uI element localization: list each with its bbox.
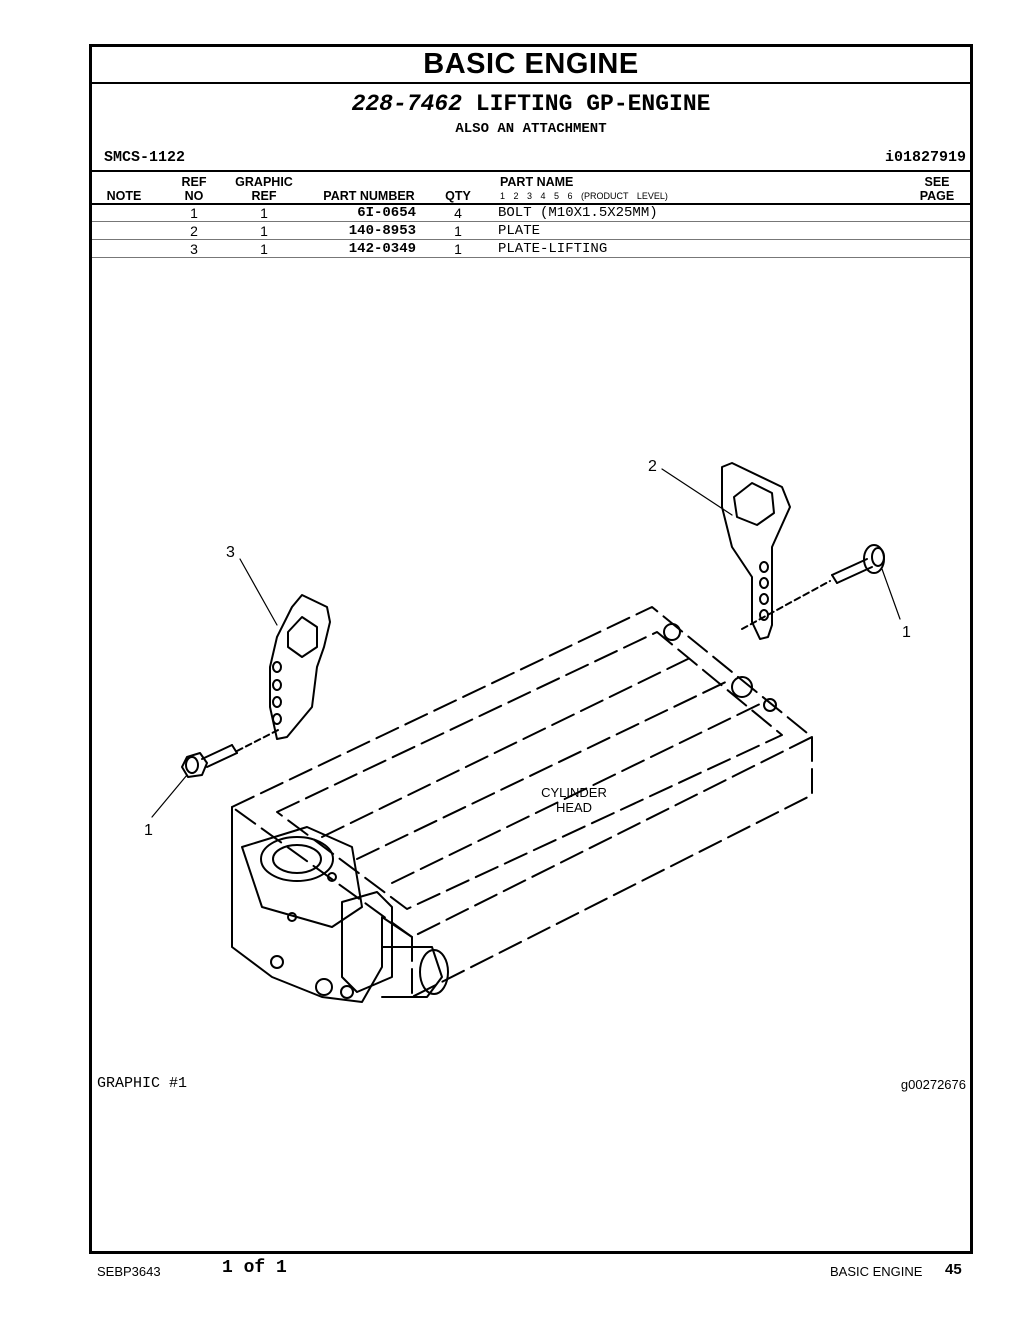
row-part-name: PLATE-LIFTING bbox=[498, 241, 608, 257]
table-top-rule bbox=[92, 170, 970, 172]
header-part-number: PART NUMBER bbox=[323, 189, 415, 203]
row-qty: 4 bbox=[454, 205, 462, 221]
callout-1-right: 1 bbox=[902, 624, 911, 641]
group-title: 228-7462 LIFTING GP-ENGINE bbox=[92, 91, 970, 117]
row-part-name: BOLT (M10X1.5X25MM) bbox=[498, 205, 658, 221]
footer-section: BASIC ENGINE bbox=[830, 1264, 923, 1279]
header-graphic-top: GRAPHIC bbox=[235, 175, 293, 189]
graphic-label: GRAPHIC #1 bbox=[97, 1075, 188, 1092]
header-product-levels: 1 2 3 4 5 6 (PRODUCT LEVEL) bbox=[500, 191, 668, 201]
bolt-left bbox=[181, 744, 238, 778]
footer-page-number: 45 bbox=[945, 1261, 962, 1278]
row-divider bbox=[92, 239, 970, 240]
exploded-view-drawing: 2 1 3 1 CYLINDER HEAD bbox=[144, 458, 911, 1003]
header-see-top: SEE bbox=[924, 175, 950, 189]
group-subtitle: ALSO AN ATTACHMENT bbox=[455, 121, 607, 137]
row-divider bbox=[92, 221, 970, 222]
footer-doc-id: SEBP3643 bbox=[97, 1264, 161, 1279]
plate-3 bbox=[269, 594, 331, 740]
row-qty: 1 bbox=[454, 241, 462, 257]
section-title-bar: BASIC ENGINE bbox=[92, 47, 970, 84]
header-ref-top: REF bbox=[181, 175, 207, 189]
header-see-bottom: PAGE bbox=[919, 189, 955, 203]
row-part-number: 140-8953 bbox=[348, 223, 416, 239]
diagram-text-line1: CYLINDER bbox=[541, 785, 607, 800]
plate-2 bbox=[721, 462, 791, 640]
callout-1-left: 1 bbox=[144, 822, 153, 839]
group-name: LIFTING GP-ENGINE bbox=[475, 91, 711, 117]
diagram-text-line2: HEAD bbox=[556, 800, 592, 815]
leader-lines bbox=[151, 468, 901, 818]
row-part-name: PLATE bbox=[498, 223, 541, 239]
page-frame: BASIC ENGINE 228-7462 LIFTING GP-ENGINE … bbox=[89, 44, 973, 1254]
section-title: BASIC ENGINE bbox=[423, 48, 639, 80]
front-housing bbox=[231, 623, 777, 1003]
footer-page-of: 1 of 1 bbox=[222, 1258, 287, 1278]
row-ref: 2 bbox=[190, 223, 198, 239]
header-note: NOTE bbox=[106, 189, 142, 203]
table-header-rule bbox=[92, 203, 970, 205]
graphic-id: g00272676 bbox=[900, 1077, 966, 1092]
bolt-left-axis bbox=[236, 728, 281, 752]
row-part-number: 6I-0654 bbox=[357, 205, 416, 221]
row-graphic: 1 bbox=[260, 241, 268, 257]
header-qty: QTY bbox=[445, 189, 471, 203]
header-part-name: PART NAME bbox=[500, 175, 574, 189]
header-ref-bottom: NO bbox=[184, 189, 204, 203]
header-graphic-bottom: REF bbox=[251, 189, 277, 203]
row-divider bbox=[92, 257, 970, 258]
group-number: 228-7462 bbox=[351, 91, 462, 117]
cylinder-head-outline bbox=[231, 606, 813, 998]
bolt-right-axis bbox=[741, 580, 831, 630]
illustration-id: i01827919 bbox=[884, 149, 966, 166]
row-graphic: 1 bbox=[260, 205, 268, 221]
bolt-right bbox=[831, 544, 885, 584]
row-ref: 3 bbox=[190, 241, 198, 257]
row-part-number: 142-0349 bbox=[348, 241, 416, 257]
smcs-code: SMCS-1122 bbox=[104, 149, 186, 166]
callout-3: 3 bbox=[226, 544, 235, 561]
callout-2: 2 bbox=[648, 458, 657, 475]
row-graphic: 1 bbox=[260, 223, 268, 239]
row-ref: 1 bbox=[190, 205, 198, 221]
row-qty: 1 bbox=[454, 223, 462, 239]
